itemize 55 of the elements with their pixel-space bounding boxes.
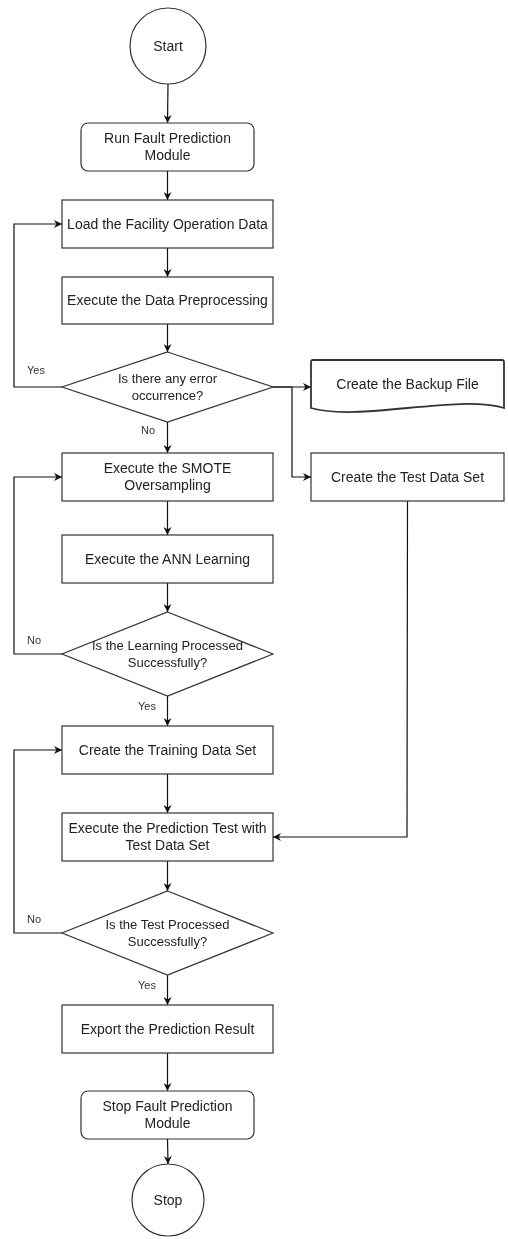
- node-label: Create the Test Data Set: [329, 468, 486, 486]
- arrow: [163, 1138, 172, 1165]
- node-label: Stop Fault Prediction Module: [101, 1098, 234, 1132]
- arrow: [163, 170, 172, 201]
- terminal-circle: [132, 1164, 204, 1236]
- process-box: [81, 123, 254, 171]
- arrow: [163, 974, 172, 1006]
- edge-label: Yes: [137, 979, 157, 992]
- process-box: [62, 535, 273, 583]
- arrow: [163, 421, 172, 454]
- node-label: Create the Backup File: [335, 375, 480, 394]
- arrow: [163, 582, 172, 613]
- node-label: Load the Facility Operation Data: [66, 215, 269, 233]
- arrow: [163, 1052, 172, 1092]
- arrow: [163, 83, 172, 124]
- node-label: Run Fault Prediction Module: [103, 130, 232, 164]
- node-label: Create the Training Data Set: [77, 741, 258, 759]
- node-label: Stop: [152, 1191, 184, 1209]
- node-label: Is there any error occurrence?: [117, 370, 218, 404]
- process-box: [81, 1091, 254, 1139]
- decision-diamond: [62, 612, 273, 696]
- node-label: Export the Prediction Result: [79, 1020, 256, 1038]
- node-label: Is the Test Processed Successfully?: [104, 916, 231, 950]
- edge-label: Yes: [26, 364, 46, 377]
- process-box: [311, 453, 504, 501]
- process-box: [62, 1005, 273, 1053]
- process-box: [62, 726, 273, 774]
- arrow: [163, 500, 172, 536]
- document-shape: [311, 360, 504, 414]
- node-label: Start: [152, 37, 184, 55]
- process-box: [62, 277, 273, 324]
- node-label: Execute the ANN Learning: [84, 550, 251, 568]
- edge-label: No: [26, 913, 43, 926]
- decision-diamond: [62, 891, 273, 975]
- node-label: Execute the Data Preprocessing: [66, 292, 269, 309]
- decision-diamond: [62, 352, 273, 422]
- process-box: [62, 200, 273, 248]
- process-box: [62, 813, 273, 861]
- arrow: [13, 746, 63, 934]
- edge-label: No: [26, 634, 43, 647]
- arrow: [13, 220, 63, 388]
- node-label: Execute the Prediction Test with Test Data Set: [67, 820, 268, 854]
- arrow: [13, 473, 63, 655]
- arrow: [163, 695, 172, 727]
- edge-label: Yes: [137, 700, 157, 713]
- arrow: [272, 386, 312, 481]
- arrow: [163, 323, 172, 353]
- arrow: [163, 247, 172, 278]
- terminal-circle: [130, 8, 206, 84]
- arrow: [163, 773, 172, 814]
- process-box: [62, 453, 273, 501]
- node-label: Is the Learning Processed Successfully?: [90, 637, 244, 671]
- arrow: [163, 860, 172, 892]
- node-label: Execute the SMOTE Oversampling: [102, 460, 233, 494]
- edge-label: No: [140, 424, 157, 437]
